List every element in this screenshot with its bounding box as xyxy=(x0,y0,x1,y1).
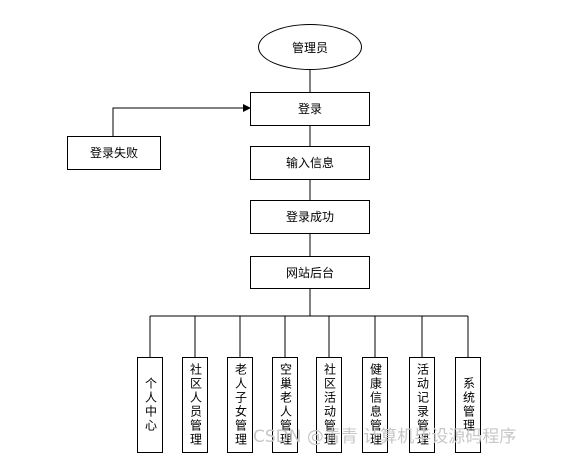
login-success-node: 登录成功 xyxy=(250,200,370,234)
module-label: 空巢老人管理 xyxy=(278,363,293,447)
backend-node-label: 网站后台 xyxy=(285,265,334,280)
module-label: 老人子女管理 xyxy=(233,363,248,447)
module-node: 社区活动管理 xyxy=(316,357,342,453)
backend-node: 网站后台 xyxy=(250,256,370,289)
login-node-label: 登录 xyxy=(297,102,322,116)
login-success-node-label: 登录成功 xyxy=(285,210,334,224)
admin-node-label: 管理员 xyxy=(291,40,328,55)
connector-failure-to-login xyxy=(112,104,251,136)
input-info-node: 输入信息 xyxy=(250,146,370,180)
module-label: 个人中心 xyxy=(143,377,158,433)
login-node: 登录 xyxy=(250,92,370,126)
login-failure-node: 登录失败 xyxy=(67,136,161,170)
module-node: 活动记录管理 xyxy=(409,357,435,453)
module-label: 社区活动管理 xyxy=(322,363,337,447)
login-failure-node-label: 登录失败 xyxy=(89,146,138,160)
module-node: 系统管理 xyxy=(455,357,481,453)
admin-node: 管理员 xyxy=(258,24,362,70)
module-label: 系统管理 xyxy=(461,377,476,433)
module-node: 健康信息管理 xyxy=(362,357,388,453)
module-node: 社区人员管理 xyxy=(182,357,208,453)
module-node: 空巢老人管理 xyxy=(272,357,298,453)
module-label: 社区人员管理 xyxy=(188,363,203,447)
module-node: 个人中心 xyxy=(137,357,163,453)
input-info-node-label: 输入信息 xyxy=(285,156,334,170)
module-node: 老人子女管理 xyxy=(227,357,253,453)
watermark-text: CSDN @青青 计算机毕设源码程序 xyxy=(253,427,517,447)
module-label: 活动记录管理 xyxy=(415,363,430,447)
module-label: 健康信息管理 xyxy=(368,363,383,447)
